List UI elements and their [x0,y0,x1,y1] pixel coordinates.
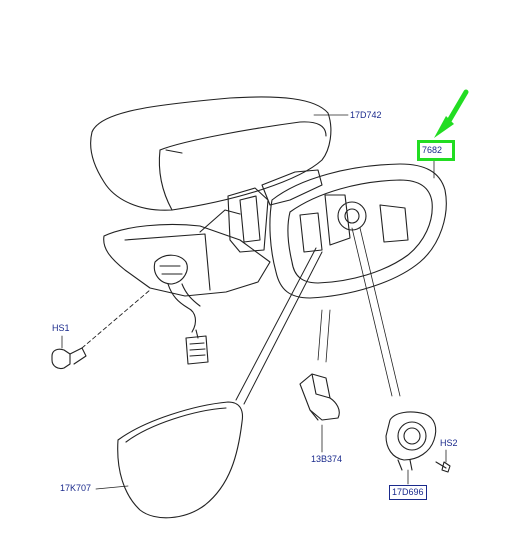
label-housing[interactable]: 7682 [422,145,443,155]
mirror-housing-part [269,163,447,299]
highlight-arrow [434,89,469,138]
motor-17d696-part [385,411,437,471]
mirror-glass-part [117,401,244,519]
label-motor[interactable]: 17D696 [389,485,427,500]
label-screw-right[interactable]: HS2 [440,438,458,448]
label-bracket[interactable]: 13B374 [311,454,343,464]
label-bolt-left[interactable]: HS1 [52,323,70,333]
screw-hs2-part [435,461,451,473]
label-cover[interactable]: 17D742 [350,110,382,120]
leader-lines [61,114,447,490]
bracket-13b374-part [299,373,340,421]
label-glass[interactable]: 17K707 [60,483,92,493]
bolt-hs1-part [51,289,151,370]
highlight-box [417,140,455,161]
mirror-cover-part [90,96,332,211]
mirror-base-assembly [103,169,323,365]
